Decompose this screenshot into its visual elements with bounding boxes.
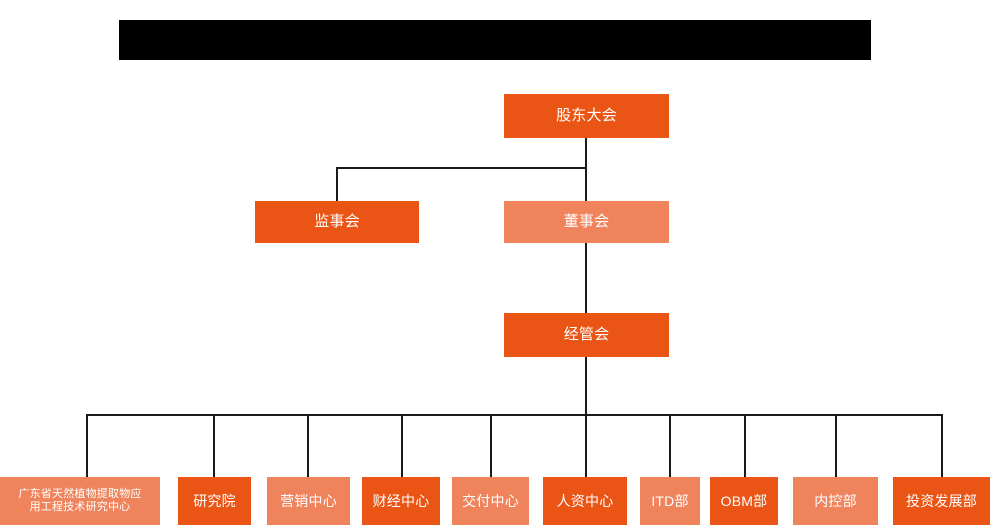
node-management[interactable]: 经管会	[504, 313, 669, 357]
node-rd-center[interactable]: 广东省天然植物提取物应 用工程技术研究中心	[0, 477, 160, 525]
node-hr-center-label: 人资中心	[556, 492, 614, 509]
connector-level2-bus	[336, 167, 587, 169]
node-research-institute[interactable]: 研究院	[178, 477, 251, 525]
node-directors[interactable]: 董事会	[504, 201, 669, 243]
connector-level4-bus	[86, 414, 942, 416]
connector-drop-research-institute	[213, 414, 215, 477]
node-rd-center-label: 广东省天然植物提取物应 用工程技术研究中心	[18, 488, 142, 513]
connector-drop-obm-dept	[744, 414, 746, 477]
node-marketing-center-label: 营销中心	[280, 492, 337, 509]
connector-drop-internal-control-dept	[835, 414, 837, 477]
node-shareholders-label: 股东大会	[556, 107, 617, 125]
node-investment-dev-dept-label: 投资发展部	[906, 492, 977, 509]
node-internal-control-dept[interactable]: 内控部	[793, 477, 878, 525]
node-hr-center[interactable]: 人资中心	[543, 477, 627, 525]
redacted-title-bar	[119, 20, 871, 60]
node-directors-label: 董事会	[563, 213, 610, 231]
node-investment-dev-dept[interactable]: 投资发展部	[893, 477, 990, 525]
connector-drop-itd-dept	[669, 414, 671, 477]
node-internal-control-dept-label: 内控部	[814, 492, 857, 509]
connector-drop-directors	[585, 167, 587, 201]
connector-shareholders-stem	[585, 138, 587, 168]
connector-management-stem	[585, 357, 587, 415]
node-obm-dept[interactable]: OBM部	[710, 477, 778, 525]
connector-drop-investment-dev-dept	[941, 414, 943, 477]
connector-drop-marketing-center	[307, 414, 309, 477]
node-research-institute-label: 研究院	[193, 492, 236, 509]
node-supervisors-label: 监事会	[314, 213, 360, 231]
connector-directors-to-management	[585, 243, 587, 313]
node-itd-dept[interactable]: ITD部	[640, 477, 700, 525]
node-marketing-center[interactable]: 营销中心	[267, 477, 350, 525]
connector-drop-rd-center	[86, 414, 88, 477]
node-obm-dept-label: OBM部	[720, 492, 768, 509]
node-delivery-center-label: 交付中心	[462, 492, 519, 509]
connector-drop-delivery-center	[490, 414, 492, 477]
node-itd-dept-label: ITD部	[651, 492, 689, 509]
node-supervisors[interactable]: 监事会	[255, 201, 419, 243]
connector-drop-hr-center	[585, 414, 587, 477]
node-shareholders[interactable]: 股东大会	[504, 94, 669, 138]
connector-drop-finance-center	[401, 414, 403, 477]
node-finance-center-label: 财经中心	[372, 492, 430, 509]
node-finance-center[interactable]: 财经中心	[362, 477, 440, 525]
node-delivery-center[interactable]: 交付中心	[452, 477, 529, 525]
node-management-label: 经管会	[563, 326, 610, 344]
connector-drop-supervisors	[336, 167, 338, 201]
